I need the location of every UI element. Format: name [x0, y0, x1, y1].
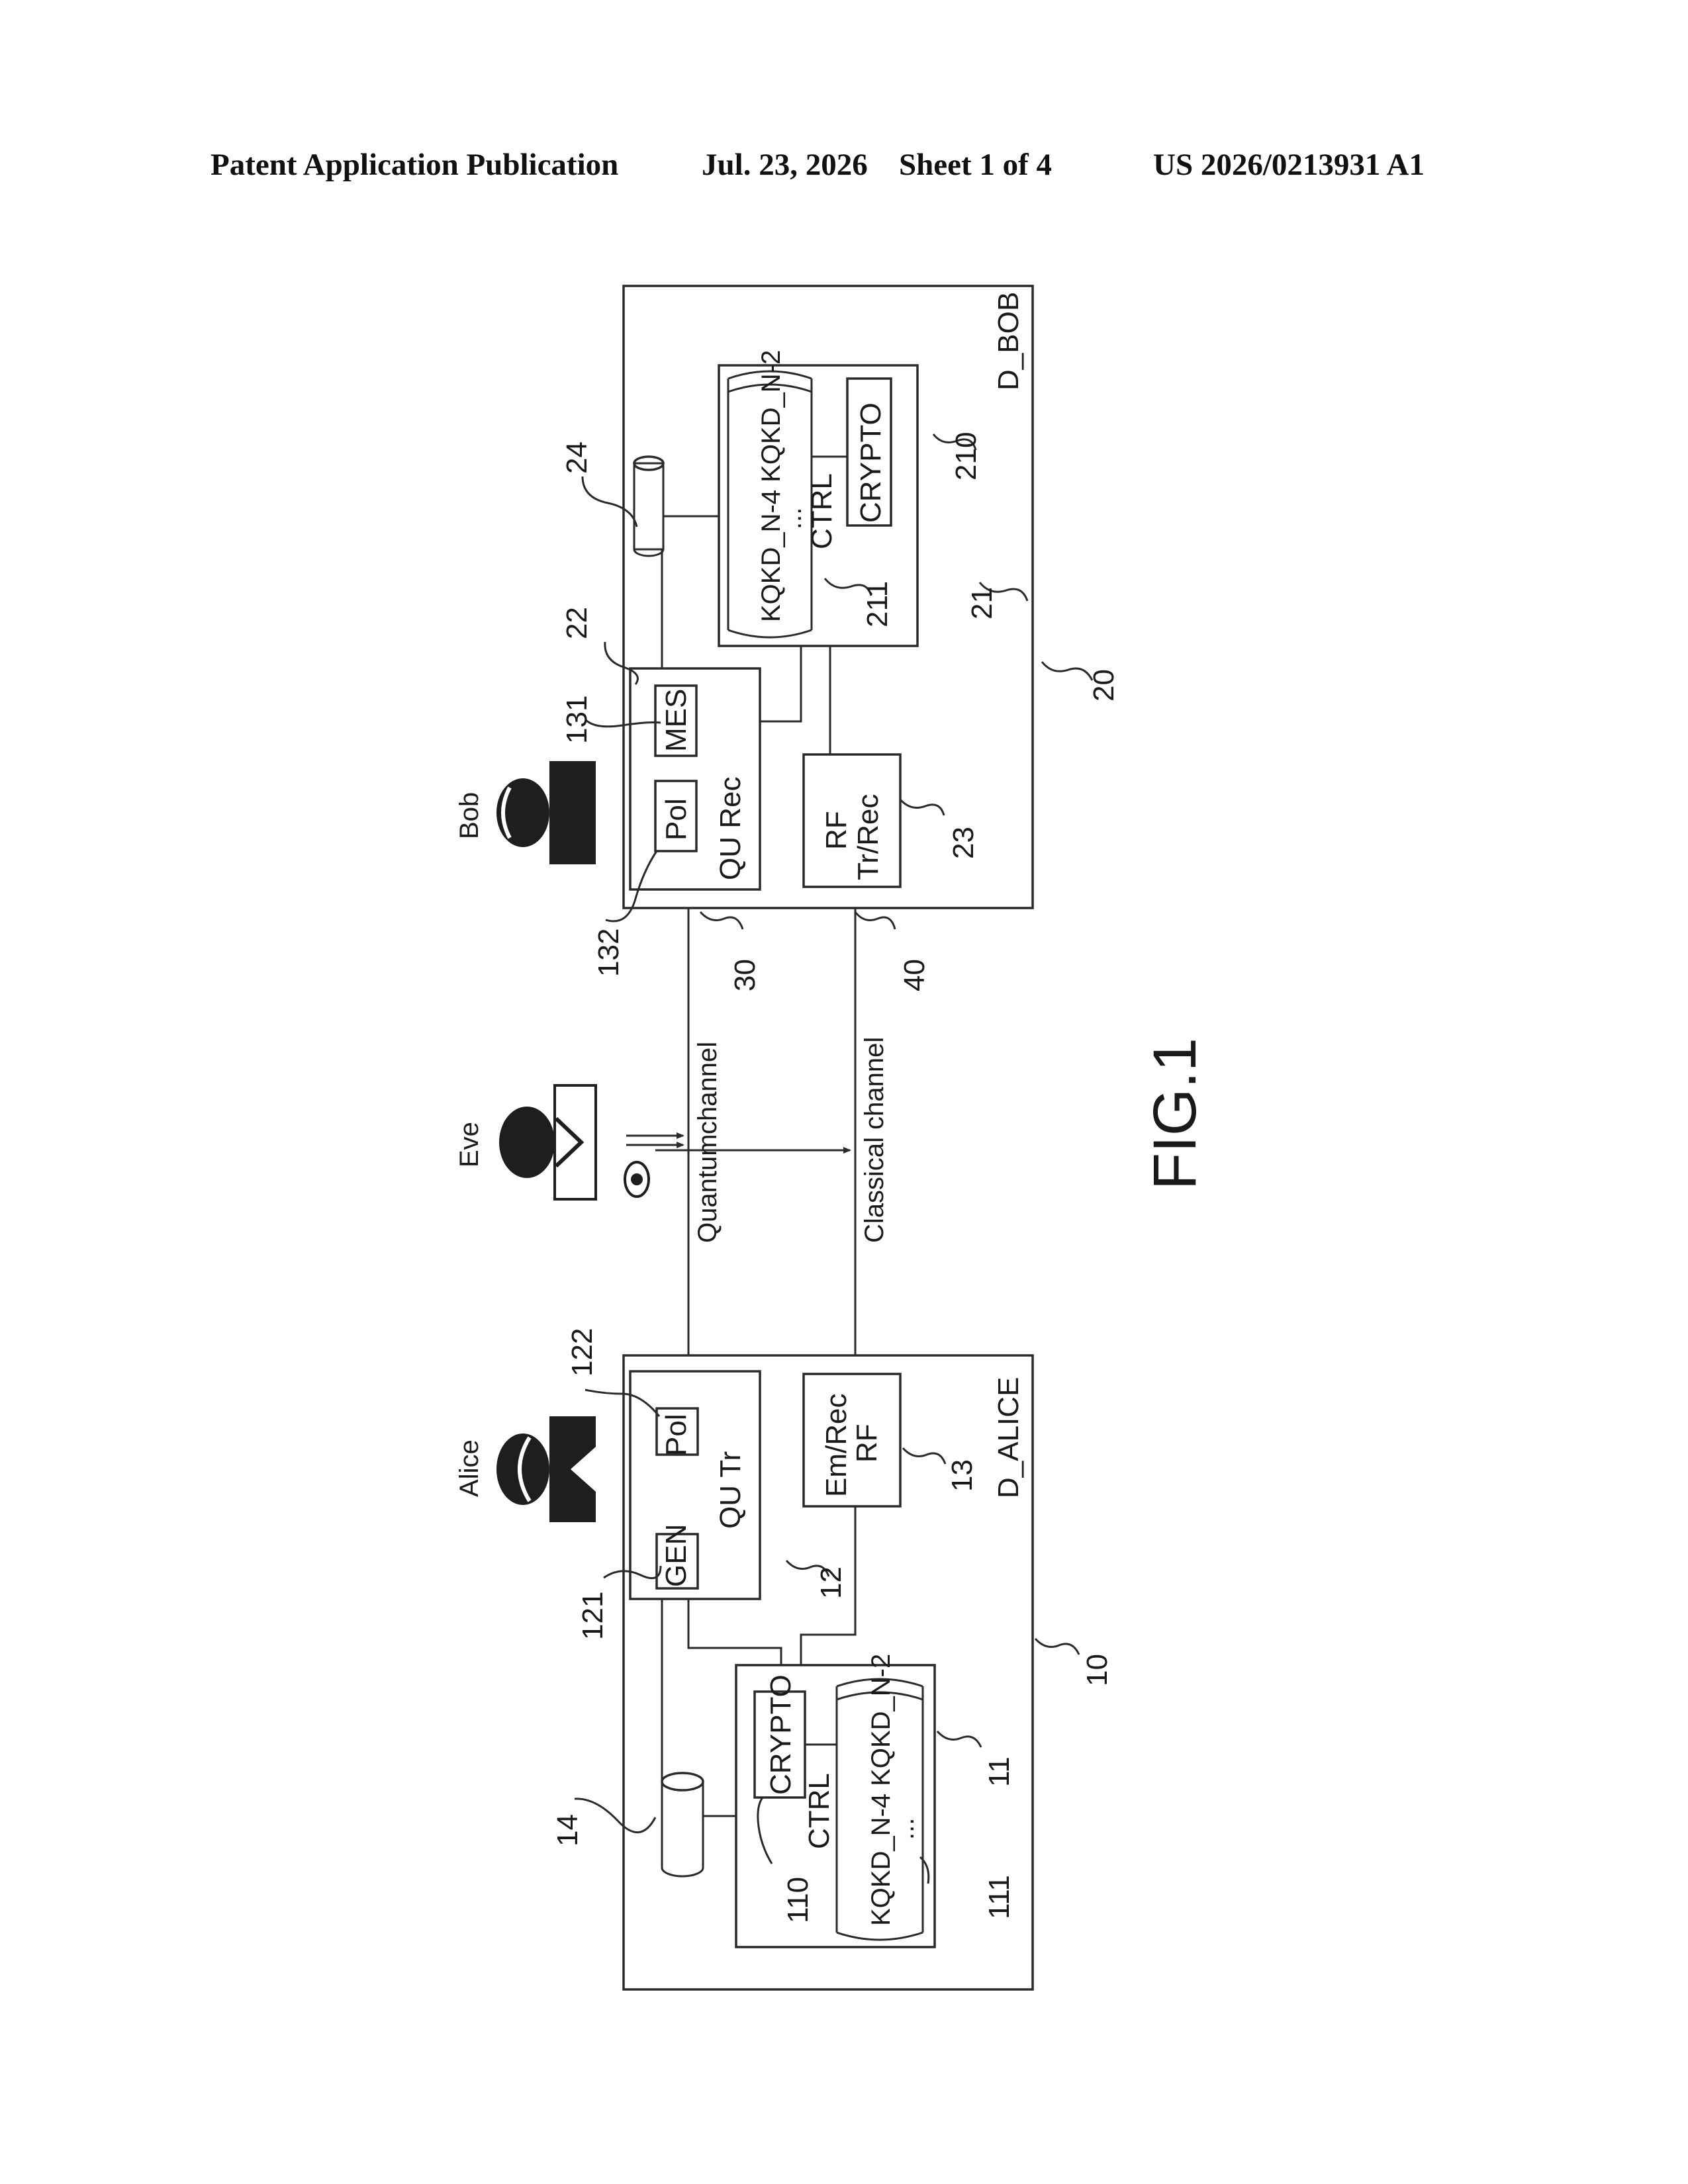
ref-110: 110: [782, 1877, 814, 1923]
alice-name: Alice: [455, 1439, 484, 1497]
ref-211: 211: [861, 581, 894, 627]
gen-label: GEN: [660, 1524, 692, 1587]
ref-122: 122: [566, 1328, 598, 1377]
bob-keys-label: KQKD_N-4 KQKD_N-2: [757, 350, 786, 622]
alice-rf-label-b: RF: [851, 1424, 883, 1463]
eve-name: Eve: [455, 1122, 484, 1167]
bob-rf-label-b: Tr/Rec: [852, 794, 884, 880]
alice-rf-label-a: Em/Rec: [820, 1394, 853, 1497]
ref-132: 132: [592, 929, 625, 977]
quantum-label: Quantum: [693, 1134, 722, 1243]
ref-10: 10: [1081, 1654, 1113, 1686]
bob-device-name: D_BOB: [992, 292, 1025, 390]
alice-keys-dots: ...: [890, 1818, 919, 1840]
mes-label: MES: [660, 689, 692, 752]
bob-pol-label: Pol: [660, 798, 692, 841]
ref-22: 22: [561, 607, 593, 639]
classical-channel-label: Classical channel: [860, 1037, 889, 1243]
alice-device-name: D_ALICE: [992, 1377, 1025, 1498]
ref-14: 14: [551, 1814, 584, 1846]
ref-21: 21: [966, 587, 998, 619]
alice-keys-label: KQKD_N-4 KQKD_N-2: [867, 1654, 896, 1926]
alice-crypto-label: CRYPTO: [765, 1674, 797, 1795]
ref-12: 12: [815, 1567, 847, 1599]
alice-wire-qutr-ctrl: [688, 1599, 781, 1665]
channel-label: channel: [693, 1042, 722, 1134]
figure-caption: FIG.1: [1141, 1038, 1209, 1190]
ref-20: 20: [1088, 669, 1120, 702]
ref-24: 24: [561, 441, 593, 474]
qu-rec-label: QU Rec: [714, 777, 747, 880]
bob-ctrl-label: CTRL: [806, 473, 838, 549]
ref-121: 121: [577, 1592, 609, 1640]
bob-wire-qurec-ctrl: [760, 646, 801, 721]
ref-210: 210: [950, 432, 982, 480]
alice-person-icon: [496, 1416, 596, 1522]
ref-111: 111: [983, 1875, 1015, 1919]
ref-23: 23: [947, 827, 980, 859]
bob-storage-cylinder: [634, 457, 663, 556]
ref-30: 30: [729, 959, 761, 991]
bob-rf-label-a: RF: [820, 811, 853, 850]
eve-person-icon: [499, 1085, 649, 1199]
ref-11: 11: [983, 1756, 1015, 1787]
bob-person-icon: [496, 761, 596, 864]
qu-tr-label: QU Tr: [714, 1451, 747, 1529]
alice-ctrl-label: CTRL: [803, 1773, 835, 1849]
bob-crypto-label: CRYPTO: [855, 402, 887, 523]
ref-13: 13: [946, 1459, 978, 1492]
bob-keys-dots: ...: [778, 508, 807, 529]
bob-name: Bob: [455, 792, 484, 839]
ref-131: 131: [561, 696, 593, 744]
ref-40: 40: [898, 959, 931, 991]
alice-storage-cylinder: [662, 1773, 703, 1876]
alice-pol-label: Pol: [660, 1414, 692, 1456]
